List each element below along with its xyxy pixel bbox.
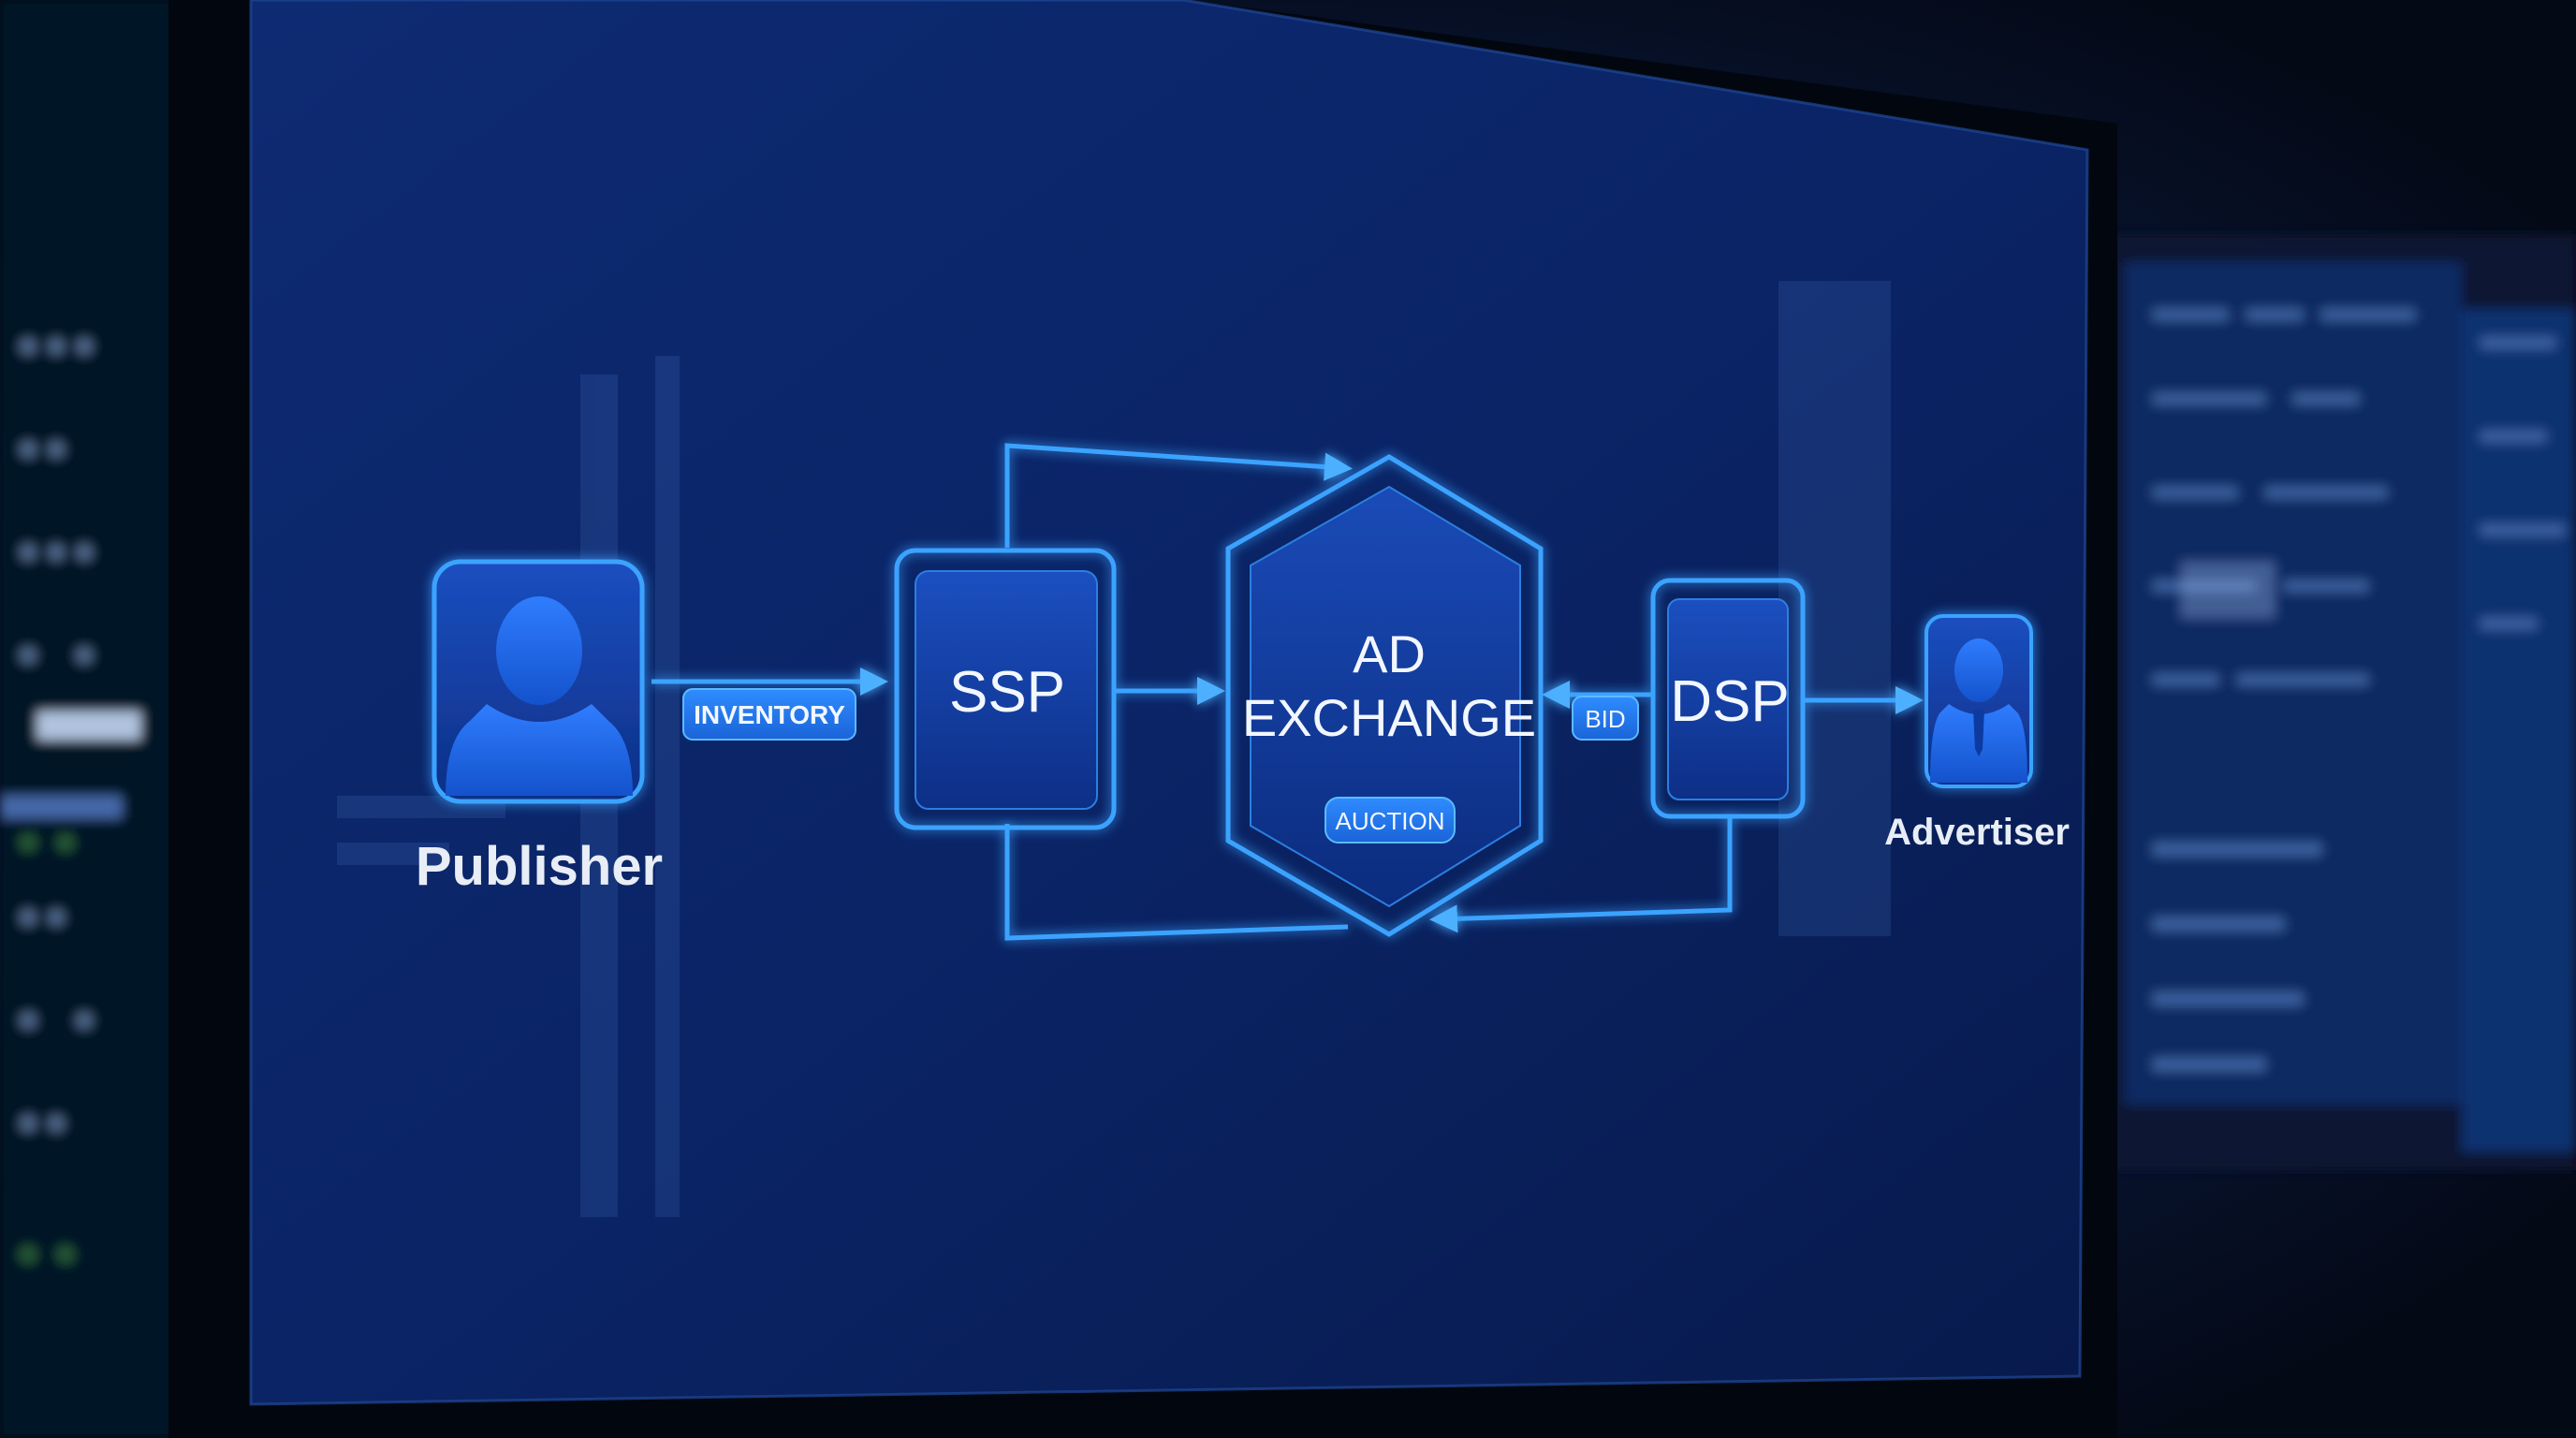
ad-exchange-node: AD EXCHANGE AUCTION (1225, 454, 1544, 937)
publisher-node (432, 559, 645, 804)
publisher-label: Publisher (416, 836, 663, 897)
exchange-label-line1: AD (1353, 624, 1426, 683)
advertiser-node (1925, 614, 2033, 788)
person-silhouette-icon (1930, 638, 2027, 783)
inventory-label: INVENTORY (694, 700, 845, 729)
background-monitors-right (2097, 234, 2576, 1170)
server-rack-left (0, 0, 187, 1438)
ssp-node: SSP (894, 548, 1117, 830)
dsp-label: DSP (1670, 669, 1789, 734)
bottom-loop-line (1004, 824, 1349, 941)
exchange-label-line2: EXCHANGE (1242, 688, 1536, 747)
bid-pill: BID (1572, 696, 1639, 741)
inventory-pill: INVENTORY (682, 688, 856, 741)
main-display (168, 0, 2117, 1438)
ssp-label: SSP (949, 660, 1065, 725)
dsp-return-arrow (1429, 816, 1733, 933)
advertiser-label: Advertiser (1884, 812, 2070, 853)
auction-pill (1325, 797, 1456, 844)
auction-label: AUCTION (1336, 807, 1445, 835)
connectors (651, 443, 1925, 941)
bid-label: BID (1585, 705, 1625, 733)
person-silhouette-icon (446, 596, 633, 796)
top-loop-arrow (1004, 443, 1353, 548)
dsp-node: DSP (1650, 578, 1806, 819)
